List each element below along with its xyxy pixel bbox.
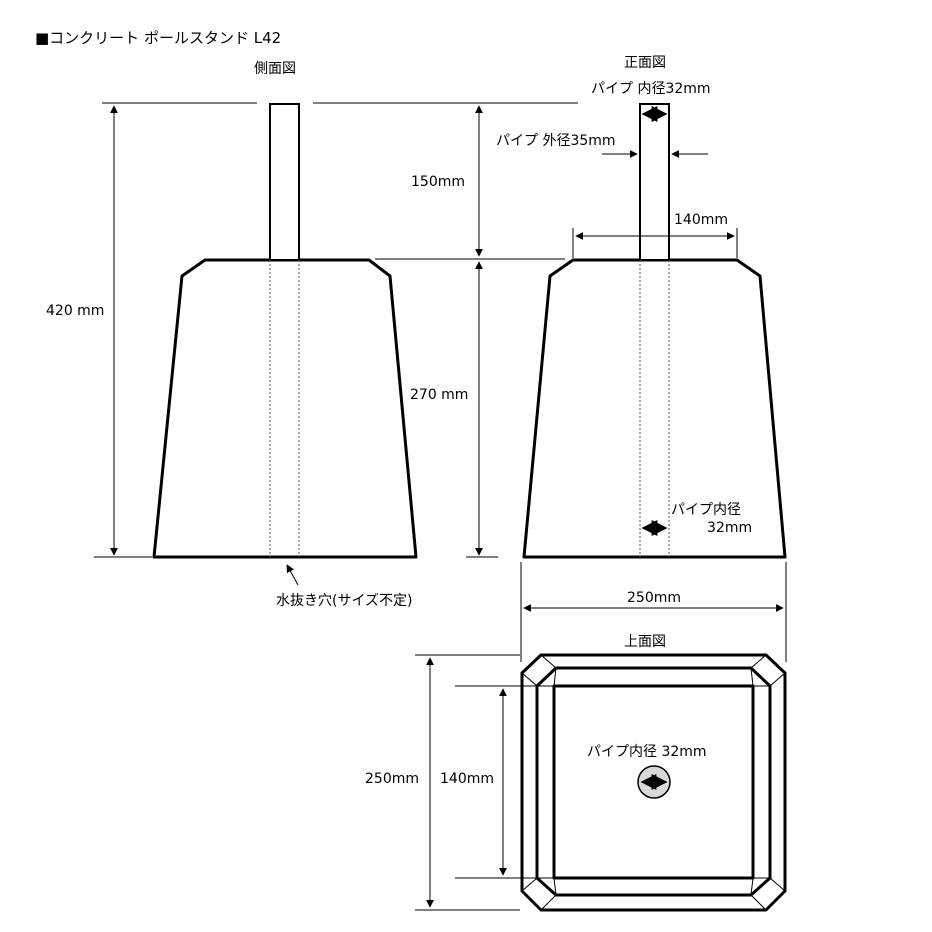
drawing-title: ■コンクリート ポールスタンド L42 (35, 29, 281, 47)
corner-bevel-tr3 (750, 667, 754, 687)
front-pipe (639, 103, 670, 261)
side-view (152, 103, 418, 559)
front-view-label: 正面図 (624, 55, 666, 71)
dim-140-front-label: 140mm (674, 212, 728, 228)
drain-hole-leader (286, 564, 299, 586)
top-view-label: 上面図 (624, 634, 666, 650)
corner-bevel-br (750, 894, 767, 911)
corner-bevel-br3 (750, 877, 754, 896)
pipe-inner-top-label: パイプ 内径32mm (591, 81, 711, 97)
side-pipe (269, 103, 300, 261)
drain-hole-label: 水抜き穴(サイズ不定) (276, 593, 413, 609)
dim-270-label: 270 mm (410, 387, 468, 403)
corner-bevel-bl3 (553, 877, 557, 896)
dim-250v-label: 250mm (365, 771, 419, 787)
dim-150-label: 150mm (411, 174, 465, 190)
front-base-body (522, 258, 787, 559)
corner-bevel-tl3 (553, 667, 557, 687)
dim-250-label: 250mm (627, 590, 681, 606)
corner-bevel-tl2 (521, 672, 538, 687)
corner-bevel-tr2 (769, 672, 786, 687)
dim-420-label: 420 mm (46, 303, 104, 319)
top-view (520, 653, 787, 912)
side-base-body (152, 258, 418, 559)
corner-bevel-bl (540, 894, 557, 911)
top-view-pipe-label: パイプ内径 32mm (587, 744, 707, 760)
pipe-inner-front-label-2: 32mm (707, 520, 752, 536)
pipe-inner-front-label-1: パイプ内径 (671, 502, 741, 518)
pipe-outer-label: パイプ 外径35mm (496, 133, 616, 149)
corner-bevel-tl (540, 654, 557, 669)
top-inner-square (552, 684, 755, 880)
front-view (522, 103, 787, 559)
corner-bevel-tr (750, 654, 767, 669)
side-view-label: 側面図 (254, 61, 296, 77)
dim-140v-label: 140mm (440, 771, 494, 787)
corner-bevel-bl2 (521, 877, 538, 892)
corner-bevel-br2 (769, 877, 786, 892)
